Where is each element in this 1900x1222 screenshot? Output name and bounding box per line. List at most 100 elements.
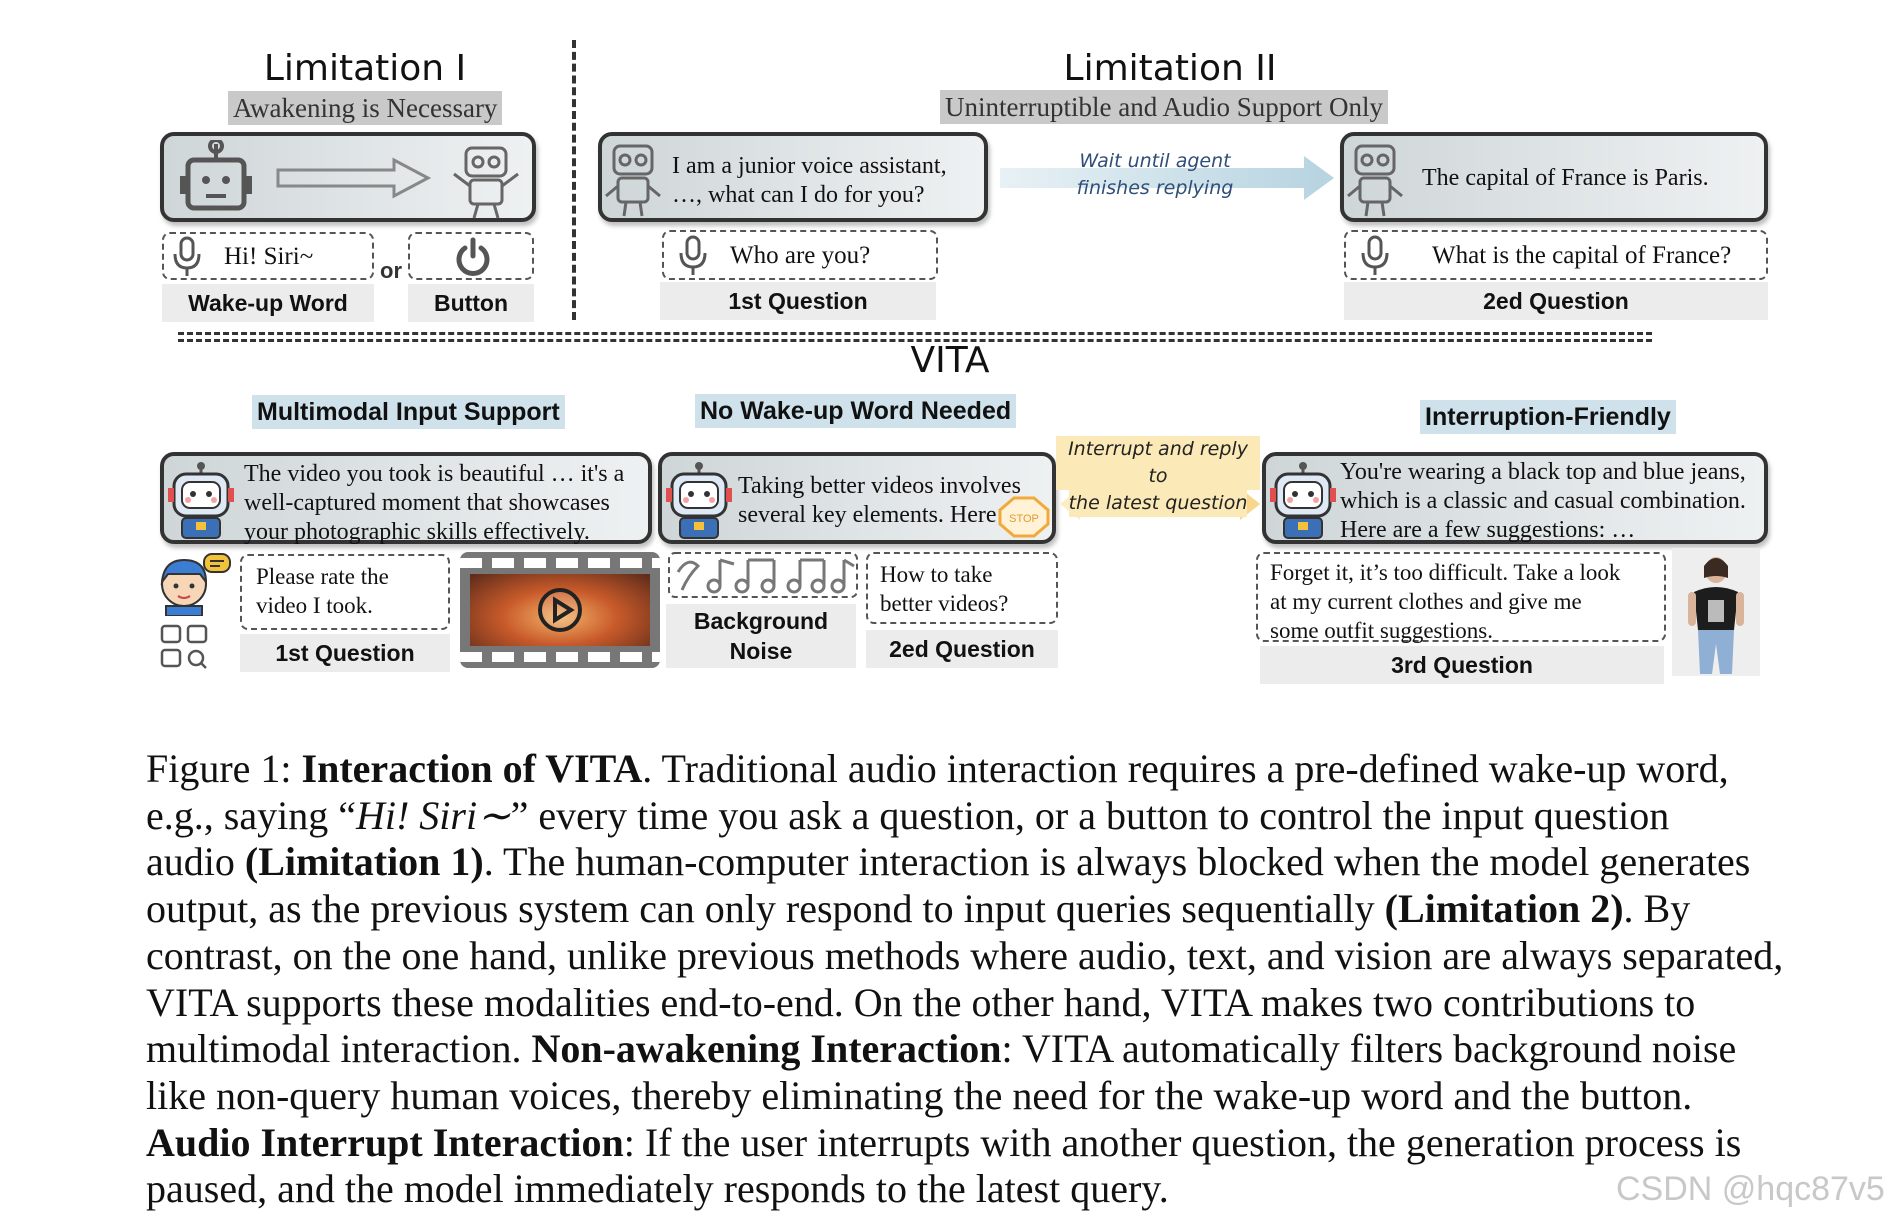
caption-run: contrast, on the one hand, unlike previo… <box>146 932 1784 978</box>
vita-question-3-line: at my current clothes and give me <box>1270 589 1582 614</box>
caption-line: output, as the previous system can only … <box>146 886 1866 933</box>
wait-arrow-text: Wait until agent finishes replying <box>1060 148 1250 202</box>
robot-icon <box>1347 144 1403 217</box>
film-holes-bottom <box>460 652 660 662</box>
vita-reply-1-bubble: The video you took is beautiful … it's a… <box>160 452 652 547</box>
right-arrow-icon <box>276 157 432 199</box>
watermark: CSDN @hqc87v5 <box>1616 1170 1885 1208</box>
robot-icon <box>180 140 252 211</box>
question-2-box: What is the capital of France? <box>1344 230 1768 280</box>
wake-up-illustration <box>160 132 536 222</box>
vita-reply-3-bubble: You're wearing a black top and blue jean… <box>1262 452 1768 544</box>
robot-face-icon <box>666 462 732 539</box>
vita-question-3-line: Forget it, it’s too difficult. Take a lo… <box>1270 560 1621 585</box>
figure-caption: Figure 1: Interaction of VITA. Tradition… <box>146 746 1866 1213</box>
caption-line: VITA supports these modalities end-to-en… <box>146 980 1866 1027</box>
vita-reply-1-line: well-captured moment that showcases <box>244 490 610 516</box>
vita-reply-2-line: Taking better videos involves <box>738 473 1021 499</box>
video-frame <box>470 574 650 646</box>
vita-reply-2-text: Taking better videos involves several ke… <box>738 472 1021 530</box>
caption-line: multimodal interaction. Non-awakening In… <box>146 1026 1866 1073</box>
caption-run: Figure 1: <box>146 746 302 791</box>
caption-run: : If the user interrupts with another qu… <box>623 1119 1742 1165</box>
caption-run: multimodal interaction. <box>146 1026 532 1072</box>
vita-reply-1-line: The video you took is beautiful … it's a <box>244 461 625 487</box>
microphone-icon <box>679 235 707 275</box>
interrupt-arrow-line: Interrupt and reply to <box>1056 436 1260 490</box>
limitation-2-subtitle: Uninterruptible and Audio Support Only <box>940 90 1388 124</box>
apps-grid-icon <box>160 624 208 669</box>
button-label: Button <box>408 284 534 322</box>
caption-run: (Limitation 2) <box>1384 886 1624 932</box>
vita-reply-2-line: several key elements. Here <box>738 502 997 528</box>
section-multimodal: Multimodal Input Support <box>252 395 565 429</box>
vita-question-3-label: 3rd Question <box>1260 646 1664 684</box>
vita-question-2-line: better videos? <box>880 591 1009 616</box>
vita-reply-3-line: Here are a few suggestions: … <box>1340 517 1636 543</box>
question-1-label: 1st Question <box>660 282 936 320</box>
caption-line: paused, and the model immediately respon… <box>146 1166 1866 1213</box>
background-noise-label: Background Noise <box>666 604 856 668</box>
vita-reply-1-line: your photographic skills effectively. <box>244 519 590 545</box>
vita-question-1-text: Please rate the video I took. <box>256 562 389 620</box>
vita-question-3-line: some outfit suggestions. <box>1270 618 1493 643</box>
caption-line: contrast, on the one hand, unlike previo… <box>146 933 1866 980</box>
vertical-divider <box>572 40 580 320</box>
vita-question-2-text: How to take better videos? <box>880 560 1008 618</box>
caption-run: Audio Interrupt Interaction <box>146 1119 624 1165</box>
button-box <box>408 232 534 280</box>
robot-face-icon <box>1270 462 1336 539</box>
question-1-text: Who are you? <box>730 242 871 269</box>
vita-question-1-line: video I took. <box>256 593 373 618</box>
caption-line: e.g., saying “Hi! Siri∼” every time you … <box>146 793 1866 840</box>
caption-run: output, as the previous system can only … <box>146 886 1385 932</box>
caption-run: paused, and the model immediately respon… <box>146 1166 1169 1212</box>
caption-line: like non-query human voices, thereby eli… <box>146 1073 1866 1120</box>
agent-reply-line: …, what can I do for you? <box>672 182 925 208</box>
question-1-box: Who are you? <box>662 230 938 280</box>
person-photo <box>1672 548 1760 676</box>
vita-question-2-line: How to take <box>880 562 993 587</box>
wake-word-box: Hi! Siri~ <box>162 232 374 280</box>
caption-run: ” every time you ask a question, or a bu… <box>510 792 1670 838</box>
section-interruption: Interruption-Friendly <box>1420 400 1676 434</box>
background-noise-line: Background <box>693 608 829 634</box>
stop-sign-icon: STOP <box>998 496 1050 538</box>
vita-question-1-line: Please rate the <box>256 564 389 589</box>
film-holes-top <box>460 558 660 568</box>
background-noise-line: Noise <box>729 638 793 664</box>
section-no-wake: No Wake-up Word Needed <box>695 394 1017 428</box>
vita-title: VITA <box>910 340 990 381</box>
caption-line: Audio Interrupt Interaction: If the user… <box>146 1120 1866 1167</box>
interrupt-arrow-line: the latest question <box>1068 490 1248 517</box>
vita-reply-3-line: You're wearing a black top and blue jean… <box>1340 459 1746 485</box>
power-icon <box>456 237 490 276</box>
vita-question-2-label: 2ed Question <box>866 630 1058 668</box>
caption-run: . The human-computer interaction is alwa… <box>483 839 1751 885</box>
vita-reply-3-line: which is a classic and casual combinatio… <box>1340 488 1746 514</box>
microphone-icon <box>1361 235 1389 275</box>
wake-word-text: Hi! Siri~ <box>224 243 314 270</box>
agent-reply-line: I am a junior voice assistant, <box>672 153 947 179</box>
answer-text: The capital of France is Paris. <box>1422 165 1709 191</box>
caption-run: Hi! Siri∼ <box>355 792 511 838</box>
happy-robot-icon <box>453 146 519 219</box>
limitation-1-title: Limitation I <box>263 48 467 89</box>
vita-question-3-text: Forget it, it’s too difficult. Take a lo… <box>1270 558 1620 645</box>
music-notes-icon <box>668 552 858 598</box>
wait-arrow-line: Wait until agent <box>1079 150 1231 172</box>
vita-reply-3-text: You're wearing a black top and blue jean… <box>1340 458 1746 545</box>
vita-question-1-box: Please rate the video I took. <box>240 554 450 630</box>
vita-reply-1-text: The video you took is beautiful … it's a… <box>244 460 624 547</box>
stop-sign-text: STOP <box>1009 513 1039 525</box>
vita-question-2-box: How to take better videos? <box>866 552 1058 624</box>
limitation-2-title: Limitation II <box>1063 48 1277 89</box>
agent-reply-bubble: I am a junior voice assistant, …, what c… <box>598 132 988 222</box>
caption-line: Figure 1: Interaction of VITA. Tradition… <box>146 746 1866 793</box>
wait-arrow <box>1000 156 1334 200</box>
question-2-text: What is the capital of France? <box>1432 242 1732 269</box>
caption-run: (Limitation 1) <box>244 839 484 885</box>
caption-run: VITA supports these modalities end-to-en… <box>146 979 1696 1025</box>
answer-bubble: The capital of France is Paris. <box>1340 132 1768 222</box>
user-avatar-icon <box>160 553 231 616</box>
